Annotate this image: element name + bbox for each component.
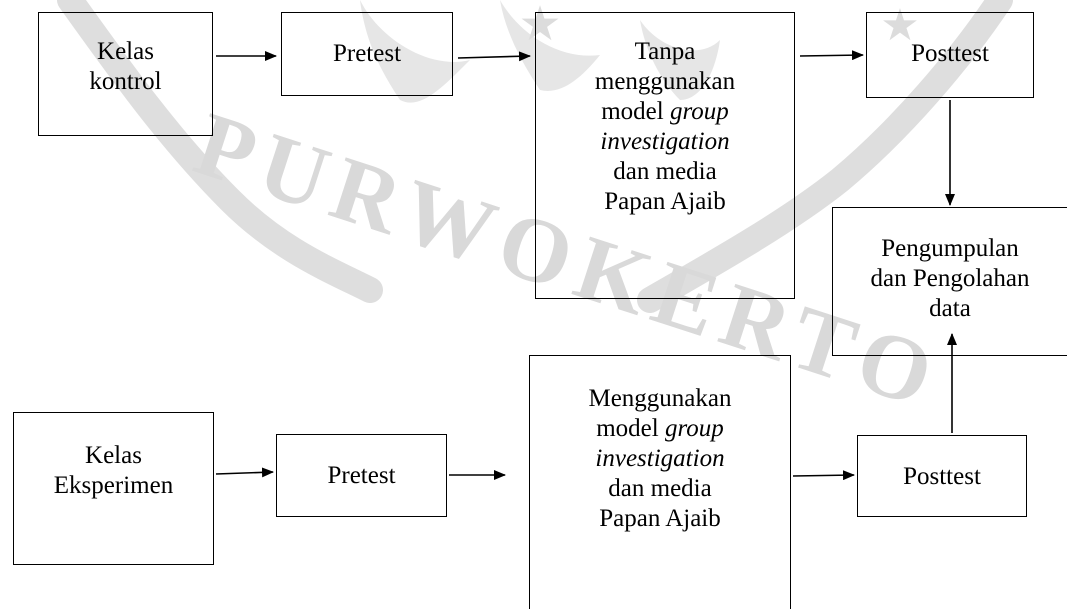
svg-text:★: ★ (518, 0, 561, 51)
node-kelas-kontrol: Kelas kontrol (38, 12, 213, 136)
node-text: Kelas (97, 38, 154, 65)
node-text-italic: group (664, 415, 724, 442)
node-text-italic: investigation (595, 445, 725, 472)
node-posttest-eksperimen: Posttest (857, 435, 1027, 517)
node-text: Menggunakan (588, 385, 732, 412)
node-text: Eksperimen (53, 472, 174, 499)
node-text-mixed: model group (601, 97, 729, 127)
arrow-pretest-to-tanpa-model (457, 51, 531, 62)
node-text-mixed: model group (596, 414, 724, 444)
node-text: model (596, 415, 665, 442)
node-text: Posttest (911, 40, 989, 67)
node-pretest-eksperimen: Pretest (276, 434, 447, 517)
node-text: dan media (608, 475, 712, 502)
node-text: Posttest (903, 463, 981, 490)
node-text: model (601, 98, 670, 125)
svg-text:★: ★ (880, 1, 919, 50)
node-text: Pretest (327, 462, 396, 489)
node-text: menggunakan (594, 68, 736, 95)
arrow-tanpa-model-to-posttest (799, 50, 864, 61)
node-text: dan Pengolahan (870, 265, 1030, 292)
arrow-dengan-model-to-posttest (792, 470, 855, 481)
node-dengan-model: Menggunakan model group investigation da… (529, 355, 791, 609)
node-kelas-eksperimen: Kelas Eksperimen (13, 412, 214, 565)
node-text: Papan Ajaib (604, 188, 726, 215)
node-text: Pretest (332, 40, 402, 67)
node-pretest-kontrol: Pretest (281, 12, 453, 96)
node-text: Kelas (85, 442, 142, 469)
node-text: kontrol (89, 68, 162, 95)
node-text: Papan Ajaib (599, 505, 721, 532)
node-text: Pengumpulan (881, 235, 1019, 262)
node-text: dan media (613, 158, 717, 185)
arrow-kelas-eksperimen-to-pretest (215, 467, 274, 478)
node-posttest-kontrol: Posttest (866, 12, 1034, 98)
node-text-italic: group (669, 98, 729, 125)
node-pengumpulan: Pengumpulan dan Pengolahan data (832, 207, 1067, 356)
node-text: Tanpa (634, 38, 696, 65)
node-tanpa-model: Tanpa menggunakan model group investigat… (535, 12, 795, 299)
node-text-italic: investigation (600, 128, 730, 155)
node-text: data (929, 295, 971, 322)
